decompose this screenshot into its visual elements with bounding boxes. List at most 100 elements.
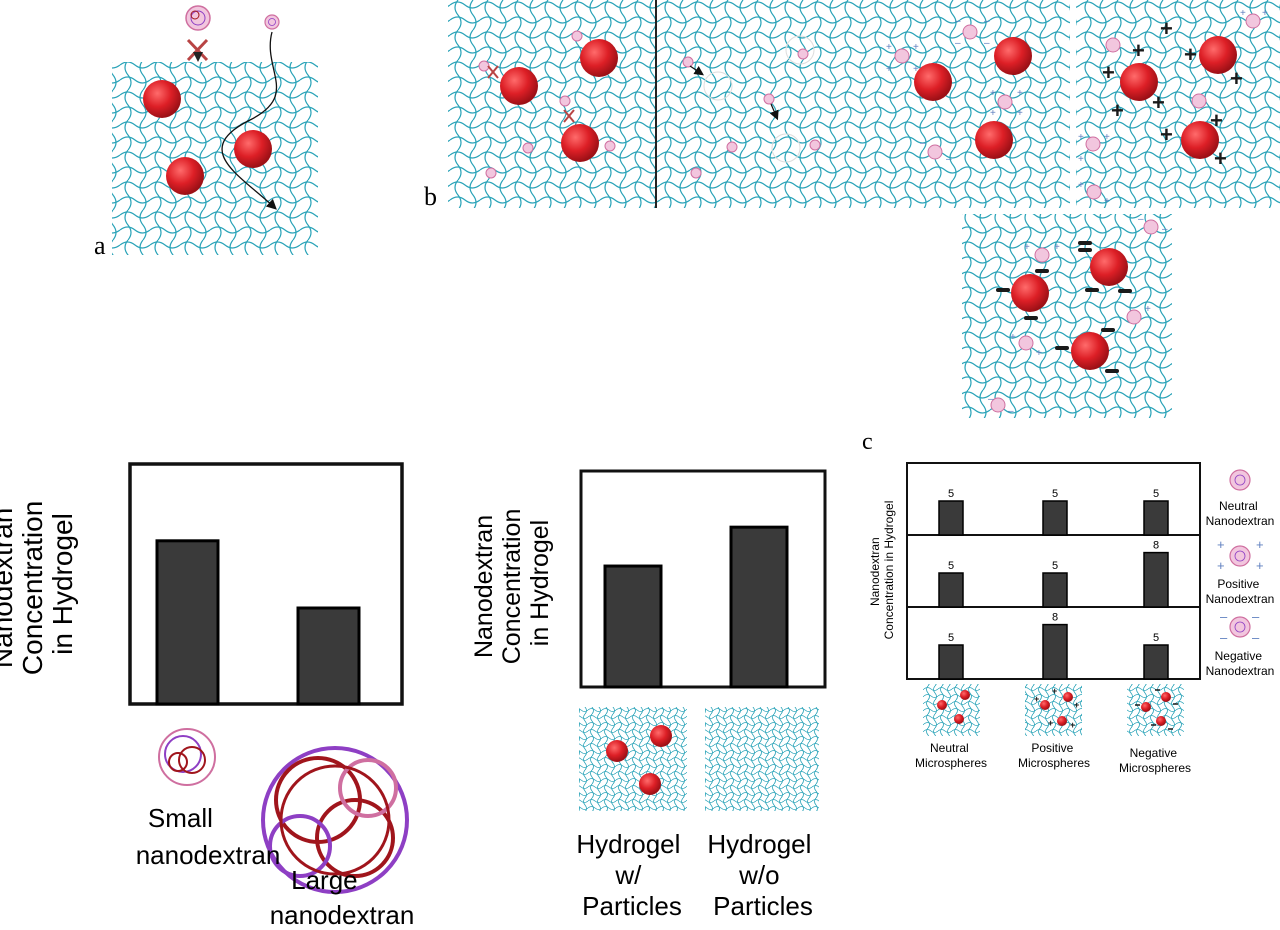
svg-text:+: + xyxy=(913,42,919,53)
hydrogel-with-particles xyxy=(579,707,687,811)
category-label: Neutral Microspheres xyxy=(915,741,987,770)
bar xyxy=(155,539,220,706)
nanodextran-icon xyxy=(990,219,1159,413)
red-microsphere-icon xyxy=(143,80,181,118)
chart-ylabel: Nanodextran Concentration in Hydrogel xyxy=(470,502,554,665)
chart-size: Nanodextran Concentration in Hydrogel Sm… xyxy=(0,462,414,930)
bar xyxy=(1042,572,1068,608)
chart-frame xyxy=(128,462,404,706)
svg-text:+: + xyxy=(1217,558,1225,573)
curved-arrow-icon xyxy=(221,31,278,210)
svg-text:–: – xyxy=(984,38,990,49)
nanodextran-icon xyxy=(264,14,280,30)
bar xyxy=(1042,500,1068,536)
bar xyxy=(603,564,663,689)
panel-label-a: a xyxy=(94,231,106,260)
panel-b xyxy=(448,0,864,208)
svg-text:+: + xyxy=(1052,686,1057,696)
svg-text:+: + xyxy=(1210,108,1223,133)
svg-text:–: – xyxy=(1252,609,1260,624)
data-label: 5 xyxy=(1052,488,1058,500)
data-label: 5 xyxy=(948,488,954,500)
red-microsphere-icon xyxy=(166,157,204,195)
chart-particles: Nanodextran Concentration in Hydrogel Hy… xyxy=(470,469,827,921)
nanodextran-ball-icon xyxy=(261,746,409,894)
svg-text:–: – xyxy=(955,38,961,49)
svg-text:+: + xyxy=(1230,66,1243,91)
svg-text:–: – xyxy=(1008,406,1014,417)
svg-text:–: – xyxy=(1252,630,1260,645)
svg-text:+: + xyxy=(1160,16,1173,41)
panel-label-b: b xyxy=(424,182,437,211)
svg-text:+: + xyxy=(886,42,892,53)
svg-text:+: + xyxy=(1078,180,1084,191)
nanodextran-icon xyxy=(1085,13,1261,200)
bar xyxy=(729,525,789,689)
row-label: Negative Nanodextran xyxy=(1206,649,1275,678)
red-microsphere-icon xyxy=(1090,248,1128,286)
svg-text:+: + xyxy=(1132,38,1145,63)
red-microsphere-icon xyxy=(234,130,272,168)
data-label: 5 xyxy=(1052,560,1058,572)
hydrogel-mesh xyxy=(112,62,318,255)
red-microsphere-icon xyxy=(639,773,661,795)
svg-text:+: + xyxy=(886,64,892,75)
positive-nanodextran-icon: + + + + xyxy=(1217,537,1264,573)
nanodextran-icon xyxy=(682,48,821,179)
red-microsphere-icon xyxy=(561,124,599,162)
svg-text:+: + xyxy=(1104,132,1110,143)
svg-text:–: – xyxy=(1138,214,1144,225)
bar xyxy=(938,572,964,608)
negative-nanodextran-icon: – – – – xyxy=(1220,609,1260,645)
hollow-pore xyxy=(703,35,815,163)
nanodextran-ball-icon xyxy=(158,728,216,786)
svg-text:–: – xyxy=(1220,630,1228,645)
panel-label-c: c xyxy=(862,429,873,455)
svg-text:+: + xyxy=(1152,90,1165,115)
svg-text:–: – xyxy=(955,16,961,27)
svg-text:–: – xyxy=(1162,224,1168,235)
red-microsphere-icon xyxy=(606,740,628,762)
hydrogel-mesh xyxy=(1076,0,1280,208)
bar xyxy=(938,644,964,680)
red-microsphere-icon xyxy=(650,725,672,747)
chart-frame xyxy=(579,469,827,689)
red-microsphere-icon xyxy=(1199,36,1237,74)
red-microsphere-icon xyxy=(1181,121,1219,159)
svg-text:+: + xyxy=(1010,332,1016,343)
svg-text:+: + xyxy=(1048,718,1053,728)
red-microsphere-icon xyxy=(914,63,952,101)
svg-text:+: + xyxy=(1017,88,1023,99)
minus-sign-icon xyxy=(996,241,1132,373)
negative-microspheres-thumb xyxy=(1127,684,1184,736)
nanodextran-icon xyxy=(185,5,211,31)
data-label: 8 xyxy=(1153,540,1159,552)
chart-ylabel: Nanodextran Concentration in Hydrogel xyxy=(868,501,896,640)
svg-text:+: + xyxy=(1256,558,1264,573)
red-cross-icon xyxy=(186,38,209,62)
svg-text:+: + xyxy=(1102,60,1115,85)
svg-text:+: + xyxy=(1024,242,1030,253)
svg-text:–: – xyxy=(946,154,952,165)
category-label: Positive Microspheres xyxy=(1018,741,1090,770)
svg-text:+: + xyxy=(1240,8,1246,19)
plus-sign-icon: +++ +++ ++++ xyxy=(1102,16,1243,171)
category-label: Hydrogel w/ Particles xyxy=(576,829,687,921)
plus-sign-icon: +++ ++ xyxy=(1010,242,1151,359)
svg-text:+: + xyxy=(1184,42,1197,67)
svg-text:+: + xyxy=(1214,146,1227,171)
bar xyxy=(1143,644,1169,680)
row-label: Neutral Nanodextran xyxy=(1206,499,1275,528)
svg-text:+: + xyxy=(1054,242,1060,253)
curved-arrow-icon xyxy=(689,65,779,121)
positive-microspheres-thumb: +++++ xyxy=(1025,684,1082,736)
svg-text:–: – xyxy=(920,138,926,149)
data-label: 8 xyxy=(1052,612,1058,624)
category-label: Hydrogel w/o Particles xyxy=(707,829,818,921)
svg-text:+: + xyxy=(1017,108,1023,119)
data-label: 5 xyxy=(948,560,954,572)
row-label: Positive Nanodextran xyxy=(1206,577,1275,606)
svg-text:+: + xyxy=(1104,196,1110,207)
category-label: Negative Microspheres xyxy=(1119,746,1191,775)
red-cross-icon xyxy=(487,65,575,123)
